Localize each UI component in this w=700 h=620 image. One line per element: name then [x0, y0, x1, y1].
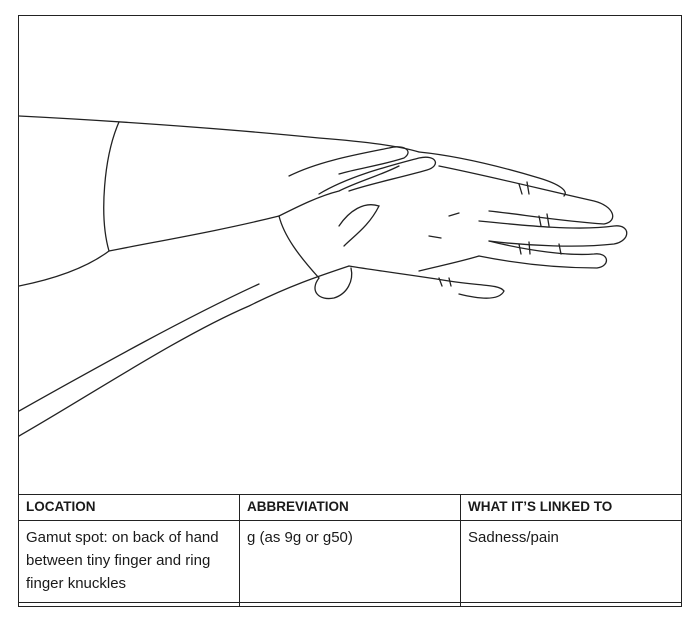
hand-illustration — [19, 115, 628, 437]
cell-linked-to: Sadness/pain — [460, 520, 682, 607]
table-header-row: LOCATION ABBREVIATION WHAT IT’S LINKED T… — [18, 494, 682, 521]
acupoint-table: LOCATION ABBREVIATION WHAT IT’S LINKED T… — [18, 494, 682, 607]
cell-location: Gamut spot: on back of hand between tiny… — [18, 520, 240, 607]
header-linked-to: WHAT IT’S LINKED TO — [460, 494, 682, 521]
table-row: Gamut spot: on back of hand between tiny… — [18, 520, 682, 607]
cell-abbreviation: g (as 9g or g50) — [239, 520, 461, 607]
header-abbreviation: ABBREVIATION — [239, 494, 461, 521]
header-location: LOCATION — [18, 494, 240, 521]
figure-frame: LOCATION ABBREVIATION WHAT IT’S LINKED T… — [18, 15, 682, 607]
